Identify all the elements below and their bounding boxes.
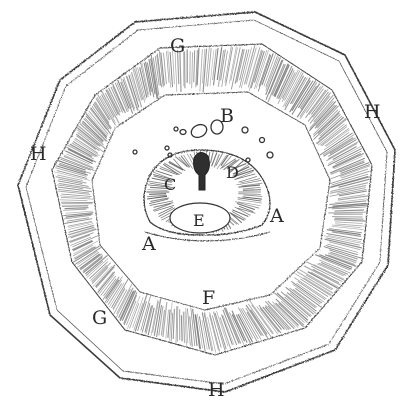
label-h-left: H [30, 143, 47, 165]
label-a-right: A [269, 205, 284, 227]
keyhole-passage [194, 152, 210, 190]
label-h-right: H [364, 101, 381, 123]
label-f: F [202, 287, 215, 309]
label-h-bottom: H [208, 379, 225, 401]
label-b: B [220, 105, 234, 127]
label-g-bottom: G [92, 307, 107, 329]
label-g-top: G [170, 35, 185, 57]
label-e: E [193, 211, 205, 230]
label-c: C [164, 175, 176, 194]
mound-base-line [145, 232, 270, 241]
label-d: D [226, 163, 239, 182]
label-a-left: A [141, 233, 156, 255]
